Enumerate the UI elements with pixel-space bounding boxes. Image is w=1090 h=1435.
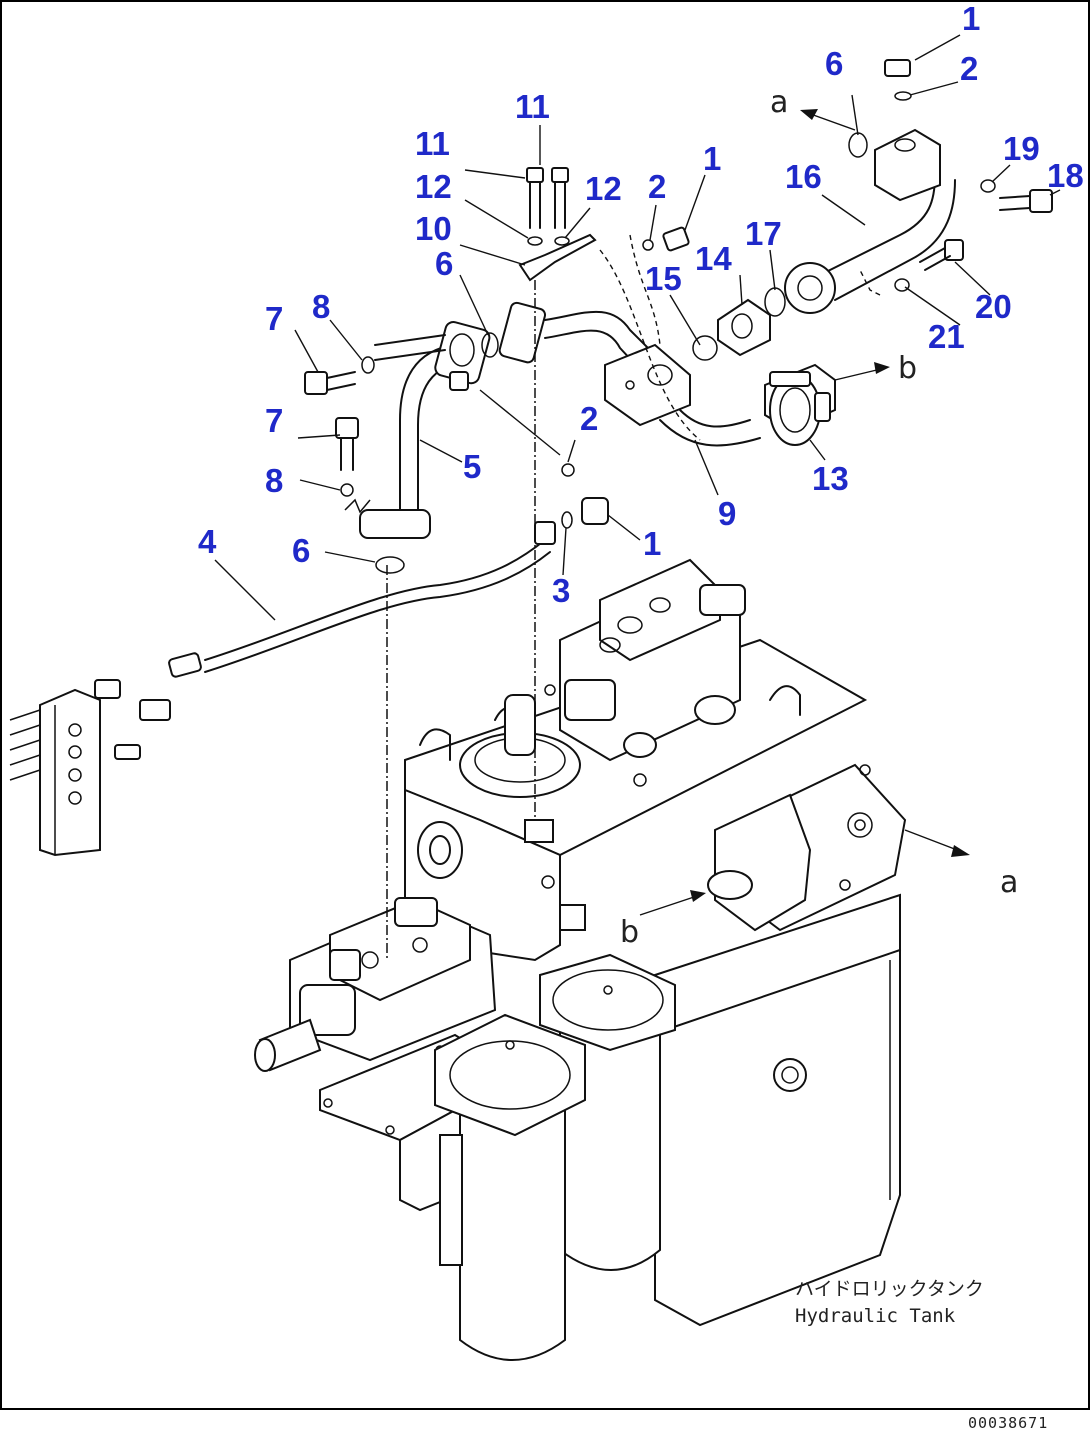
ref-letter-a: a	[1000, 865, 1018, 900]
filter-canisters	[434, 953, 676, 1361]
callout-18: 18	[1047, 157, 1084, 194]
callout-3: 3	[552, 572, 570, 609]
callout-6: 6	[435, 245, 453, 282]
bolts-18-20	[894, 179, 1053, 292]
callout-8: 8	[265, 462, 283, 499]
callout-2: 2	[648, 168, 666, 205]
callout-11: 11	[515, 88, 550, 125]
caption-japanese: ハイドロリックタンク	[795, 1278, 984, 1300]
callout-15: 15	[645, 260, 682, 297]
callout-6: 6	[292, 532, 310, 569]
callout-11: 11	[415, 125, 450, 162]
ref-letter-b: b	[620, 915, 639, 950]
hose-4	[168, 521, 556, 678]
callout-13: 13	[812, 460, 849, 497]
callout-4: 4	[198, 523, 217, 560]
flange-13	[764, 363, 836, 446]
callout-8: 8	[312, 288, 330, 325]
left-bracket	[9, 679, 171, 857]
callout-1: 1	[703, 140, 721, 177]
callout-10: 10	[415, 210, 452, 247]
hydraulic-pump	[254, 897, 497, 1072]
callout-6: 6	[825, 45, 843, 82]
filter-housing	[707, 763, 907, 932]
callout-21: 21	[928, 318, 965, 355]
ref-letter-a: a	[770, 85, 788, 120]
callout-7: 7	[265, 300, 283, 337]
callout-12: 12	[415, 168, 452, 205]
flange-14	[692, 287, 786, 361]
callout-20: 20	[975, 288, 1012, 325]
callout-1: 1	[962, 0, 980, 37]
ref-letter-b: b	[898, 351, 917, 386]
reference-letters: a b b a	[620, 85, 1018, 950]
callout-9: 9	[718, 495, 736, 532]
callout-2: 2	[960, 50, 978, 87]
hydraulic-tank	[404, 638, 901, 1327]
bolts-7	[304, 356, 375, 514]
callout-5: 5	[463, 448, 481, 485]
callout-1: 1	[643, 525, 661, 562]
pipe-5	[359, 321, 491, 539]
callout-14: 14	[695, 240, 732, 277]
leader-lines	[214, 34, 1061, 621]
callouts: 1 2 6 19 18 16 20 21 11 11 12 12 10 2 1 …	[198, 0, 1084, 609]
clamp-10	[498, 167, 597, 364]
reference-lines	[386, 234, 881, 960]
pipe-16	[784, 59, 956, 314]
caption-english: Hydraulic Tank	[795, 1305, 956, 1327]
control-valve	[544, 558, 746, 787]
callout-12: 12	[585, 170, 622, 207]
fittings-1-3	[449, 226, 690, 529]
callout-19: 19	[1003, 130, 1040, 167]
pipe-9	[544, 249, 761, 447]
callout-2: 2	[580, 400, 598, 437]
callout-17: 17	[745, 215, 782, 252]
callout-16: 16	[785, 158, 822, 195]
callout-7: 7	[265, 402, 283, 439]
ref-arrows	[639, 109, 970, 916]
document-id: 00038671	[968, 1414, 1048, 1432]
